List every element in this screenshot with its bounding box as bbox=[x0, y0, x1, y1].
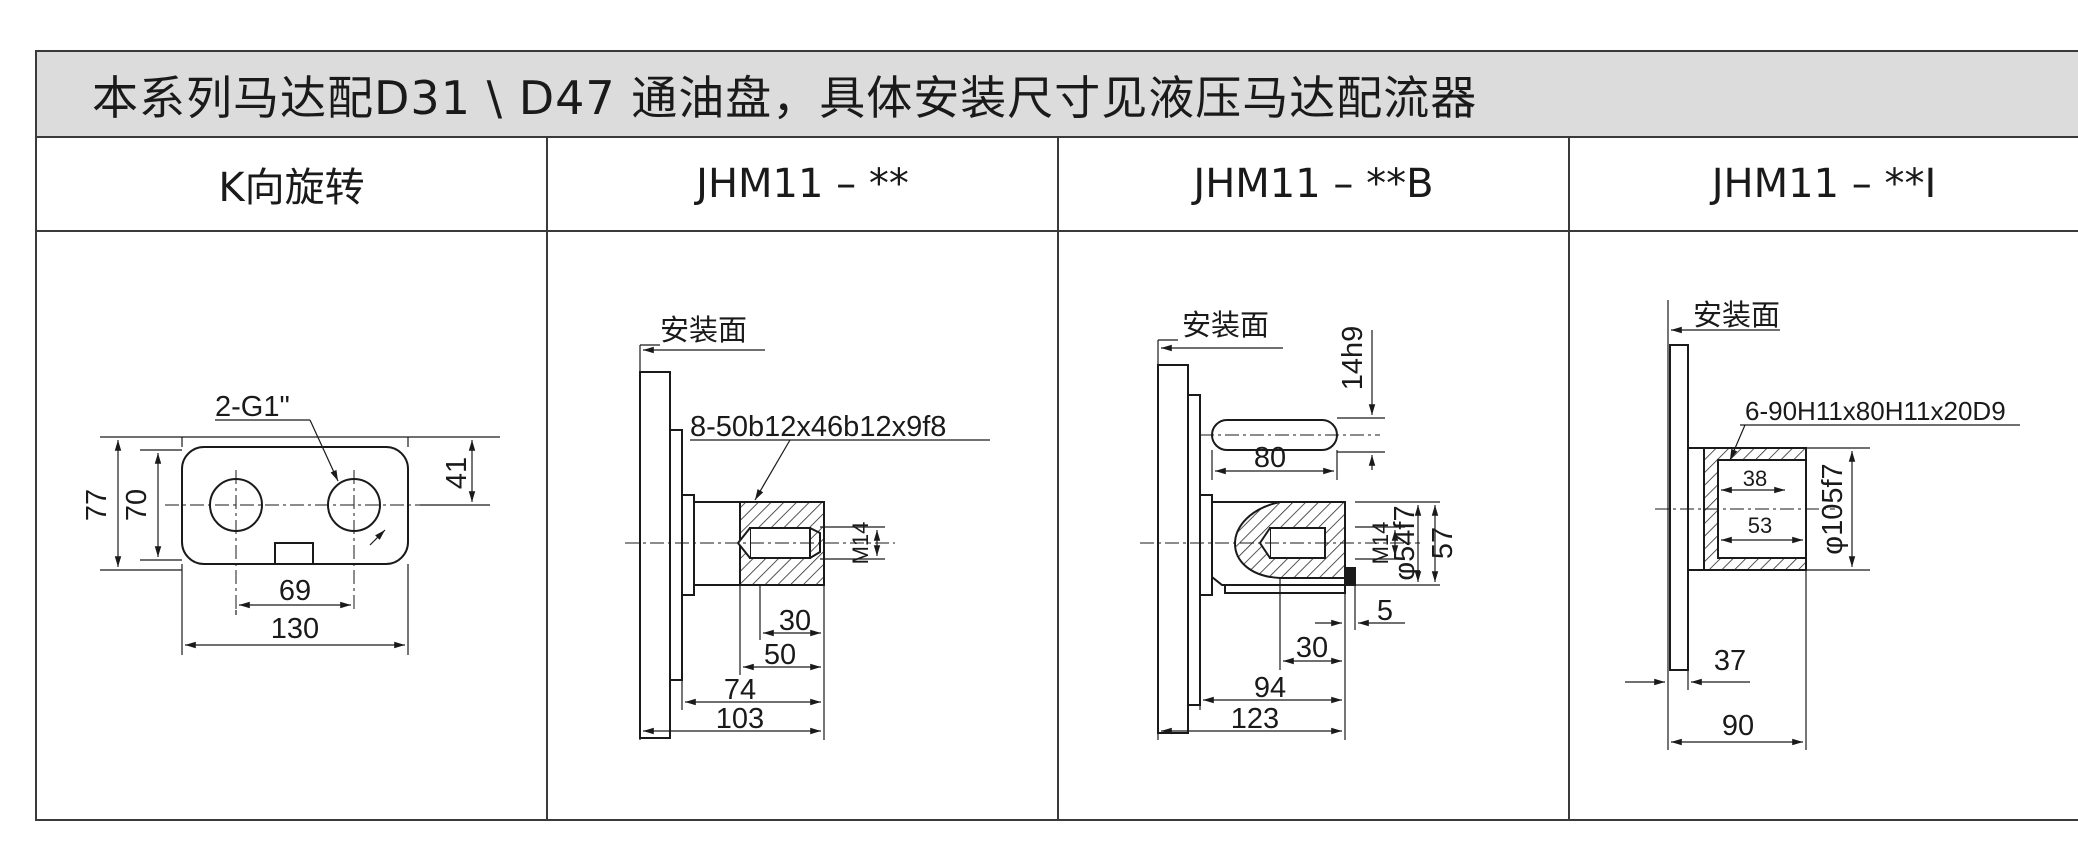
key-notch bbox=[274, 542, 314, 565]
thread-label: M14 bbox=[1368, 522, 1393, 565]
mount-face-label: 安装面 bbox=[1182, 309, 1269, 342]
dim-123: 123 bbox=[1231, 703, 1279, 735]
dim-50: 50 bbox=[764, 639, 796, 671]
column-divider bbox=[546, 138, 548, 821]
dim-37: 37 bbox=[1714, 645, 1746, 677]
dim-30: 30 bbox=[779, 605, 811, 637]
shaft-dia-label: φ54f7 bbox=[1389, 505, 1421, 580]
dim-69: 69 bbox=[279, 575, 311, 607]
mount-flange bbox=[639, 371, 671, 739]
dim-77: 77 bbox=[81, 489, 113, 521]
bore-label: φ105f7 bbox=[1817, 463, 1849, 554]
key-width-label: 14h9 bbox=[1337, 326, 1369, 391]
table-frame bbox=[35, 50, 2078, 821]
mount-flange bbox=[1669, 344, 1689, 671]
thread-label: M14 bbox=[848, 522, 873, 565]
column-divider bbox=[1057, 138, 1059, 821]
dim-41: 41 bbox=[441, 457, 473, 489]
header-jhm11i: JHM11 – **I bbox=[1570, 138, 2078, 232]
dim-38: 38 bbox=[1743, 466, 1767, 491]
dim-30: 30 bbox=[1296, 632, 1328, 664]
dim-90: 90 bbox=[1722, 710, 1754, 742]
spline-label: 8-50b12x46b12x9f8 bbox=[690, 411, 946, 443]
dim-70: 70 bbox=[121, 489, 153, 521]
banner-title: 本系列马达配D31 \ D47 通油盘，具体安装尺寸见液压马达配流器 bbox=[92, 71, 1478, 125]
column-divider bbox=[1568, 138, 1570, 821]
dim-74: 74 bbox=[724, 674, 756, 706]
title-banner: 本系列马达配D31 \ D47 通油盘，具体安装尺寸见液压马达配流器 bbox=[37, 52, 2078, 138]
dim-130: 130 bbox=[271, 613, 319, 645]
mount-face-label: 安装面 bbox=[660, 314, 747, 347]
dim-5: 5 bbox=[1377, 595, 1393, 627]
dim-80: 80 bbox=[1254, 442, 1286, 474]
port-label: 2-G1" bbox=[215, 391, 290, 423]
jhm11b-drawing bbox=[1140, 330, 1440, 740]
dim-94: 94 bbox=[1254, 672, 1286, 704]
header-jhm11b: JHM11 – **B bbox=[1059, 138, 1568, 232]
dim-57: 57 bbox=[1427, 527, 1459, 559]
k-view-drawing bbox=[100, 419, 500, 655]
spline-label: 6-90H11x80H11x20D9 bbox=[1745, 396, 2006, 426]
dim-103: 103 bbox=[716, 703, 764, 735]
dim-53: 53 bbox=[1748, 513, 1772, 538]
header-jhm11: JHM11 – ** bbox=[548, 138, 1057, 232]
header-k-rotation: K向旋转 bbox=[37, 138, 546, 232]
jhm11-drawing bbox=[625, 344, 990, 740]
jhm11i-drawing bbox=[1625, 300, 2020, 750]
mount-face-label: 安装面 bbox=[1693, 299, 1780, 332]
mount-flange bbox=[1157, 364, 1189, 734]
